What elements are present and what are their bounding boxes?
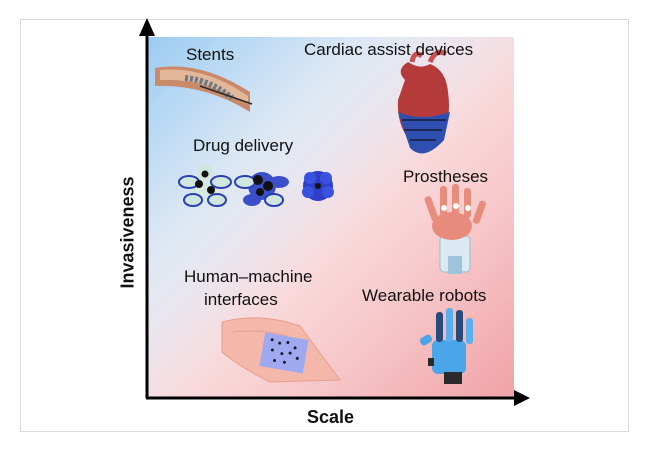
label-drug-delivery: Drug delivery <box>193 136 294 155</box>
label-prostheses: Prostheses <box>403 167 489 186</box>
drug-delivery-illustration <box>178 164 334 207</box>
x-axis-arrow <box>514 390 530 406</box>
heart-illustration <box>397 49 450 154</box>
y-axis-title: Invasiveness <box>117 176 138 289</box>
label-stents: Stents <box>186 45 235 64</box>
label-wearable-robots: Wearable robots <box>362 286 487 305</box>
label-hmi-line1: Human–machine <box>184 267 313 286</box>
x-axis-title: Scale <box>307 407 355 427</box>
prosthesis-illustration <box>424 184 487 274</box>
y-axis-arrow <box>139 18 155 36</box>
stent-illustration <box>155 66 253 112</box>
label-hmi-line2: interfaces <box>204 290 278 309</box>
label-cardiac-assist-devices: Cardiac assist devices <box>304 40 474 59</box>
hmi-illustration <box>221 317 341 383</box>
wearable-robot-illustration <box>419 308 473 384</box>
